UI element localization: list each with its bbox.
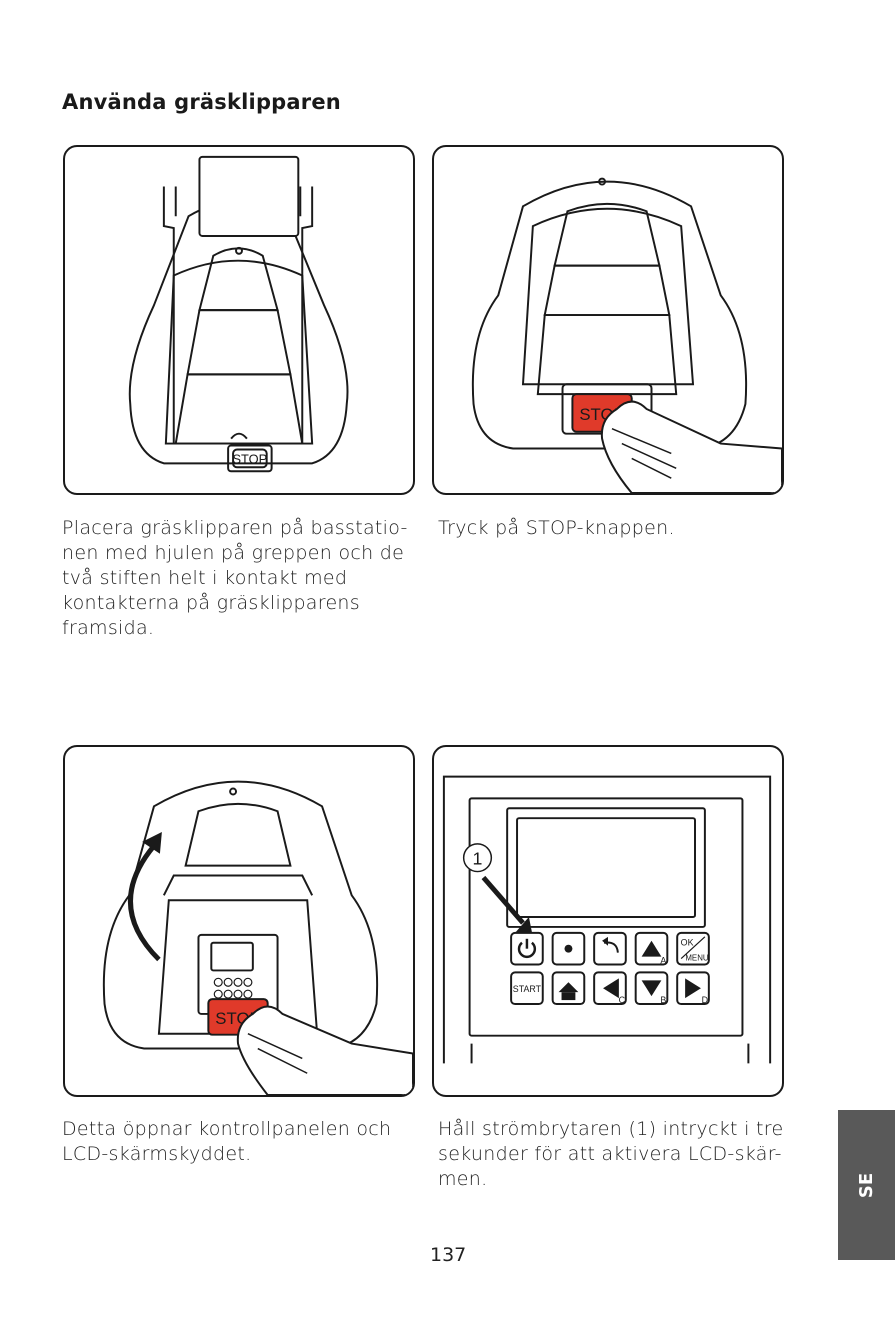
key-d-label: D bbox=[702, 995, 708, 1005]
callout-number: 1 bbox=[473, 849, 483, 869]
illustration-keypad: 1 OK M bbox=[432, 745, 784, 1097]
stop-label: STOP bbox=[232, 451, 267, 466]
language-tab-label: SE bbox=[856, 1172, 877, 1197]
illustration-panel-opens: STOP bbox=[63, 745, 415, 1097]
page-number: 137 bbox=[430, 1244, 466, 1266]
key-c-label: C bbox=[619, 995, 626, 1005]
dot-icon bbox=[565, 945, 573, 953]
illustration-mower-on-base: STOP bbox=[63, 145, 415, 495]
keypad-drawing: 1 OK M bbox=[434, 747, 782, 1095]
open-arrow-icon bbox=[130, 846, 158, 960]
step-1-caption: Placera gräsklipparen på basstatio- nen … bbox=[62, 516, 412, 641]
key-a-label: A bbox=[660, 956, 666, 966]
panel-opens-drawing: STOP bbox=[65, 747, 413, 1095]
mower-base-drawing: STOP bbox=[65, 147, 413, 493]
illustration-press-stop: STOP bbox=[432, 145, 784, 495]
language-tab: SE bbox=[838, 1110, 895, 1260]
step-4-caption: Håll strömbrytaren (1) intryckt i tre se… bbox=[438, 1117, 788, 1192]
page-title: Använda gräsklipparen bbox=[62, 90, 341, 114]
step-2-caption: Tryck på STOP-knappen. bbox=[438, 516, 788, 541]
key-b-label: B bbox=[660, 995, 666, 1005]
step-3-caption: Detta öppnar kontrollpanelen och LCD-skä… bbox=[62, 1117, 412, 1167]
ok-label: OK bbox=[681, 938, 694, 948]
hand-drawing bbox=[238, 1007, 413, 1095]
press-stop-drawing: STOP bbox=[434, 147, 782, 493]
start-label: START bbox=[513, 984, 542, 994]
menu-label: MENU bbox=[685, 954, 709, 963]
